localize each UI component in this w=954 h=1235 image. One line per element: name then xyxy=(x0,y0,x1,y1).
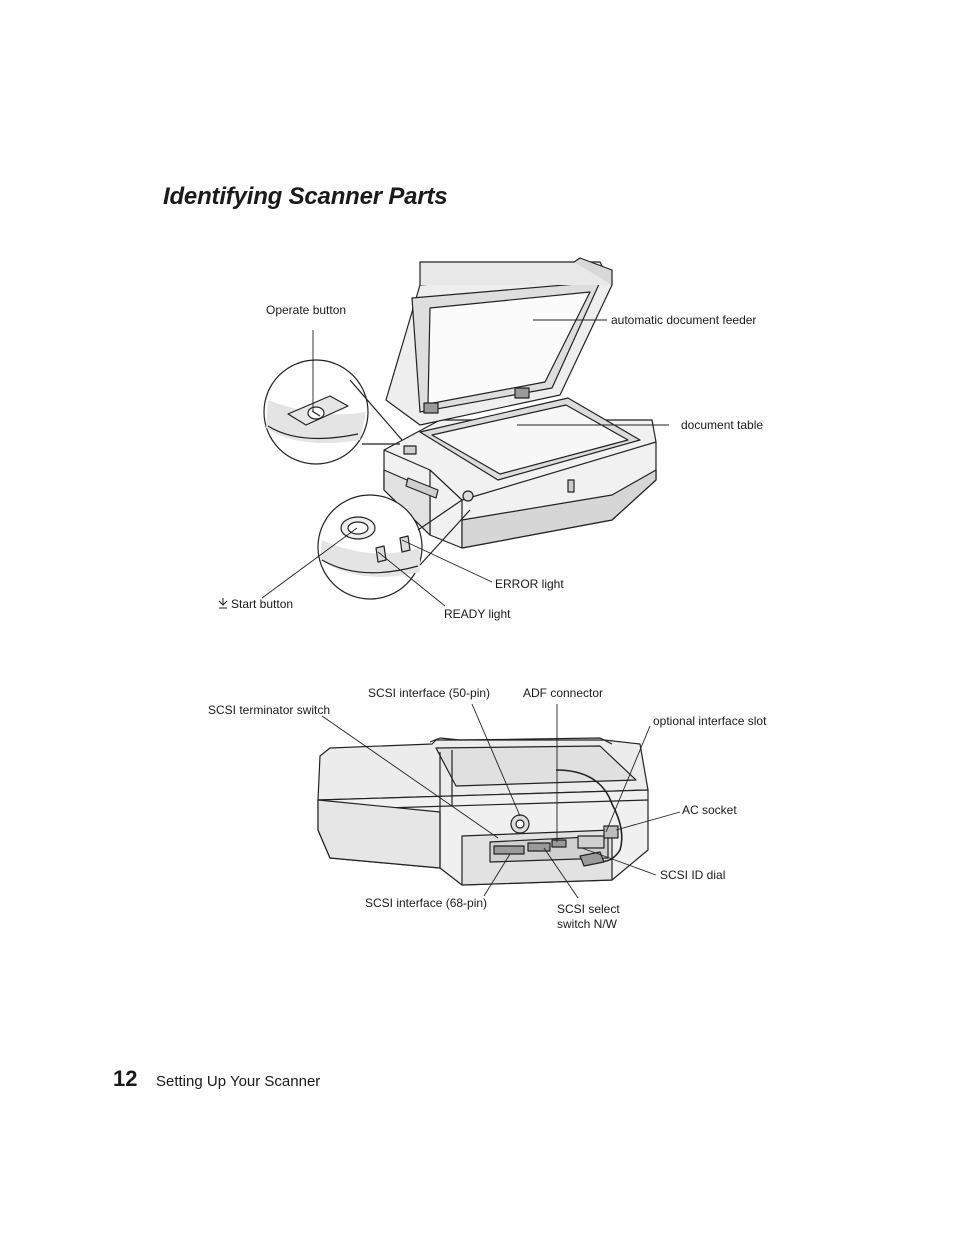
start-button-text: Start button xyxy=(231,597,294,611)
optional-slot-label: optional interface slot xyxy=(653,714,767,728)
error-light-label: ERROR light xyxy=(495,577,564,591)
start-icon xyxy=(218,598,228,609)
start-button-label: Start button xyxy=(218,597,293,612)
scsi-68-label: SCSI interface (68-pin) xyxy=(365,896,488,910)
scsi-select-label-line2: switch N/W xyxy=(557,917,617,931)
adf-label: automatic document feeder xyxy=(611,313,757,327)
scsi-50-label: SCSI interface (50-pin) xyxy=(368,686,491,700)
ac-socket-label: AC socket xyxy=(682,803,737,817)
section-title: Setting Up Your Scanner xyxy=(156,1073,321,1090)
page-number: 12 xyxy=(113,1066,138,1091)
operate-button-label: Operate button xyxy=(266,303,347,317)
page-title: Identifying Scanner Parts xyxy=(163,183,448,210)
scsi-terminator-label: SCSI terminator switch xyxy=(208,703,331,717)
adf-connector-label: ADF connector xyxy=(523,686,604,700)
scsi-select-label-line1: SCSI select xyxy=(557,902,620,916)
scsi-id-label: SCSI ID dial xyxy=(660,868,726,882)
ready-light-label: READY light xyxy=(444,607,511,621)
document-table-label: document table xyxy=(681,418,764,432)
